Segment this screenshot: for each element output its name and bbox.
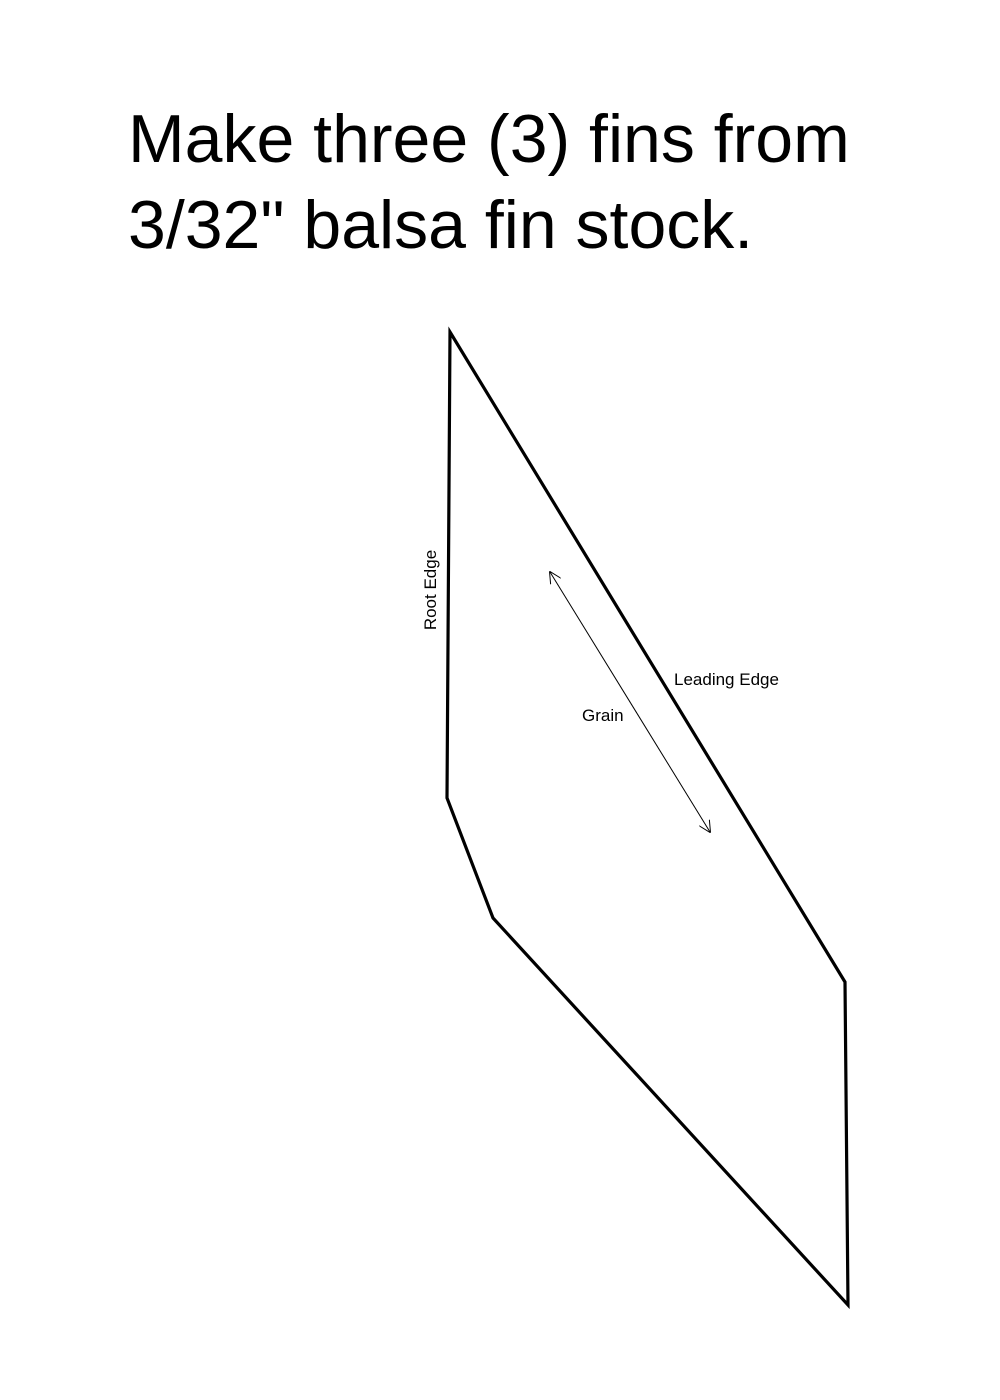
- root-edge-label: Root Edge: [421, 550, 440, 630]
- grain-arrow: [550, 572, 710, 832]
- instruction-title-line-1: Make three (3) fins from: [128, 101, 850, 177]
- leading-edge-label: Leading Edge: [674, 670, 779, 689]
- instruction-title: Make three (3) fins from 3/32" balsa fin…: [128, 96, 850, 268]
- fin-root-edge: [447, 332, 450, 798]
- instruction-title-line-2: 3/32" balsa fin stock.: [128, 187, 754, 263]
- grain-label: Grain: [582, 706, 624, 725]
- fin-outline: [445, 326, 850, 1310]
